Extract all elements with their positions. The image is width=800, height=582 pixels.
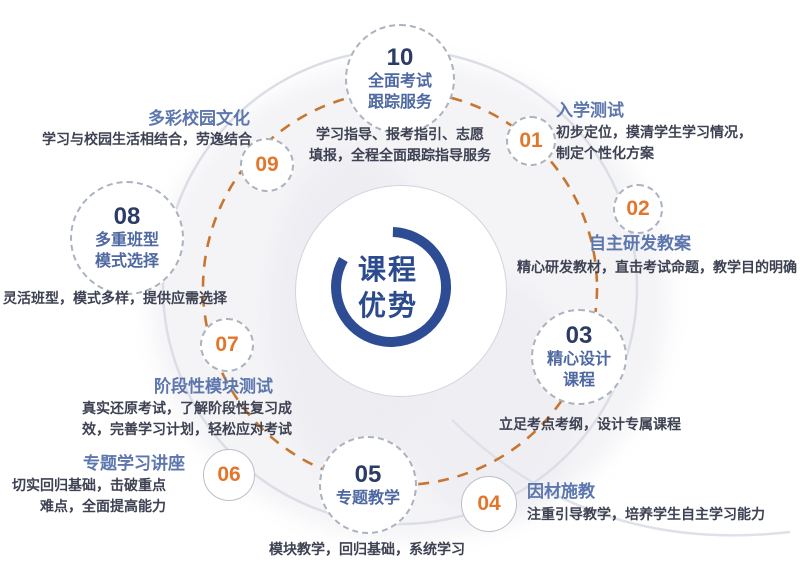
center-title: 课程 优势 xyxy=(358,252,418,324)
item-09-title: 多彩校园文化 xyxy=(148,109,250,128)
item-10-desc: 学习指导、报考指引、志愿 填报，全程全面跟踪指导服务 xyxy=(260,124,540,166)
item-02-desc: 精心研发教材，直击考试命题，教学目的明确 xyxy=(517,259,797,275)
item-03-desc: 立足考点考纲，设计专属课程 xyxy=(499,416,681,432)
node-circle-05: 05 专题教学 xyxy=(319,436,417,534)
node-number-09: 09 xyxy=(255,153,279,176)
item-01-title: 入学测试 xyxy=(556,101,624,120)
node-circle-03: 03 精心设计 课程 xyxy=(531,309,627,405)
item-07-title: 阶段性模块测试 xyxy=(154,377,273,396)
item-02-title: 自主研发教案 xyxy=(589,234,691,253)
item-07-desc-line1: 真实还原考试，了解阶段性复习成 xyxy=(82,400,292,416)
item-09-desc: 学习与校园生活相结合，劳逸结合 xyxy=(42,131,252,147)
node-number-01: 01 xyxy=(519,129,543,152)
node-title-03-line1: 精心设计 xyxy=(546,351,611,368)
node-title-08-line2: 模式选择 xyxy=(94,253,159,270)
node-title-05-line1: 专题教学 xyxy=(335,489,400,507)
item-06-desc-line2: 难点，全面提高能力 xyxy=(40,498,166,514)
node-circle-07: 07 xyxy=(200,318,254,372)
node-number-10: 10 xyxy=(386,44,414,71)
node-circle-10: 10 全面考试 跟踪服务 xyxy=(345,24,455,134)
node-number-08: 08 xyxy=(113,203,141,230)
item-01-desc: 初步定位，摸清学生学习情况， 制定个性化方案 xyxy=(556,122,796,164)
node-title-03-line2: 课程 xyxy=(562,372,595,389)
item-06-title: 专题学习讲座 xyxy=(83,454,185,473)
center-title-line1: 课程 xyxy=(358,254,419,285)
node-circle-08: 08 多重班型 模式选择 xyxy=(70,181,184,295)
node-circle-04: 04 xyxy=(461,476,517,532)
center-hub-circle xyxy=(295,185,507,397)
node-circle-06: 06 xyxy=(203,449,255,501)
node-number-04: 04 xyxy=(477,492,501,515)
node-title-10-line1: 全面考试 xyxy=(367,73,432,90)
node-title-10-line2: 跟踪服务 xyxy=(367,94,432,111)
node-number-03: 03 xyxy=(565,322,593,349)
node-circle-01: 01 xyxy=(506,116,556,166)
node-number-06: 06 xyxy=(217,463,241,486)
node-number-07: 07 xyxy=(215,333,239,356)
item-06-desc: 切实回归基础，击破重点 难点，全面提高能力 xyxy=(9,475,166,517)
item-05-desc: 模块教学，回归基础，系统学习 xyxy=(269,541,465,557)
node-number-02: 02 xyxy=(626,197,650,220)
node-number-05: 05 xyxy=(354,460,382,488)
node-circle-02: 02 xyxy=(613,184,663,234)
item-01-desc-line2: 制定个性化方案 xyxy=(556,145,654,161)
item-08-desc: 灵活班型，模式多样，提供应需选择 xyxy=(3,290,227,306)
item-01-desc-line1: 初步定位，摸清学生学习情况， xyxy=(556,124,752,140)
item-07-desc-line2: 效，完善学习计划，轻松应对考试 xyxy=(82,421,292,437)
item-06-desc-line1: 切实回归基础，击破重点 xyxy=(12,477,166,493)
item-10-desc-line1: 学习指导、报考指引、志愿 xyxy=(316,126,484,142)
item-07-desc: 真实还原考试，了解阶段性复习成 效，完善学习计划，轻松应对考试 xyxy=(60,398,292,440)
item-04-title: 因材施教 xyxy=(527,482,595,501)
navy-ring-arc xyxy=(331,227,452,347)
item-10-desc-line2: 填报，全程全面跟踪指导服务 xyxy=(309,147,491,163)
center-title-line2: 优势 xyxy=(358,290,419,321)
item-04-desc: 注重引导教学，培养学生自主学习能力 xyxy=(527,506,765,522)
gray-swoosh-arc xyxy=(451,419,791,537)
node-circle-09: 09 xyxy=(240,138,294,192)
node-title-08-line1: 多重班型 xyxy=(94,232,159,249)
